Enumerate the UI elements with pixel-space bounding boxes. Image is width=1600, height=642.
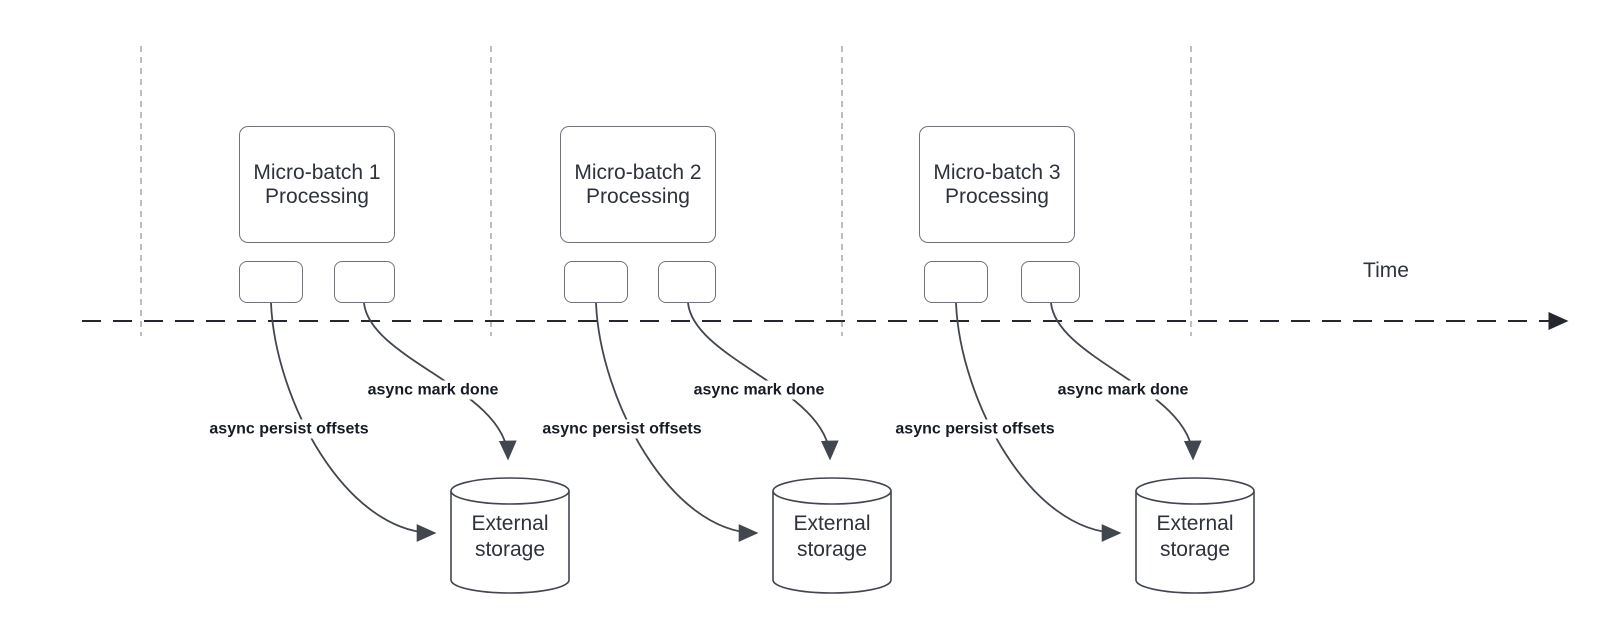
mark-done-label-2: async mark done — [690, 380, 828, 400]
task-box-2a — [564, 261, 628, 303]
micro-batch-3-box: Micro-batch 3 Processing — [919, 126, 1075, 243]
time-axis-label: Time — [1363, 259, 1409, 282]
task-box-3b — [1021, 261, 1080, 303]
cylinder-top-3 — [1135, 477, 1255, 505]
task-box-1a — [239, 261, 303, 303]
cylinder-top-1 — [450, 477, 570, 505]
persist-offsets-arrow-3 — [955, 302, 1122, 542]
micro-batch-2-box: Micro-batch 2 Processing — [560, 126, 716, 243]
task-box-2b — [658, 261, 716, 303]
micro-batch-2-subtitle: Processing — [586, 184, 690, 208]
micro-batch-1-subtitle: Processing — [265, 184, 369, 208]
persist-offsets-arrow-2 — [595, 302, 759, 542]
mark-done-arrow-3 — [1050, 302, 1202, 461]
task-box-3a — [924, 261, 988, 303]
micro-batch-3-title: Micro-batch 3 — [933, 160, 1061, 184]
cylinder-top-2 — [772, 477, 892, 505]
micro-batch-3-subtitle: Processing — [945, 184, 1049, 208]
persist-offsets-label-2: async persist offsets — [539, 419, 705, 439]
external-storage-label-1: External storage — [471, 512, 549, 561]
mark-done-arrow-2 — [687, 302, 839, 461]
mark-done-arrow-1 — [363, 302, 517, 461]
storage-cylinder-2 — [772, 477, 892, 594]
storage-cylinder-3 — [1135, 477, 1255, 594]
persist-offsets-label-3: async persist offsets — [892, 419, 1058, 439]
micro-batch-2-title: Micro-batch 2 — [574, 160, 702, 184]
mark-done-label-3: async mark done — [1054, 380, 1192, 400]
micro-batch-1-title: Micro-batch 1 — [253, 160, 381, 184]
persist-offsets-arrow-1 — [270, 302, 437, 542]
persist-offsets-label-1: async persist offsets — [206, 419, 372, 439]
external-storage-label-3: External storage — [1156, 512, 1234, 561]
storage-cylinder-1 — [450, 477, 570, 594]
task-box-1b — [334, 261, 395, 303]
mark-done-label-1: async mark done — [364, 380, 502, 400]
external-storage-label-2: External storage — [793, 512, 871, 561]
micro-batch-1-box: Micro-batch 1 Processing — [239, 126, 395, 243]
